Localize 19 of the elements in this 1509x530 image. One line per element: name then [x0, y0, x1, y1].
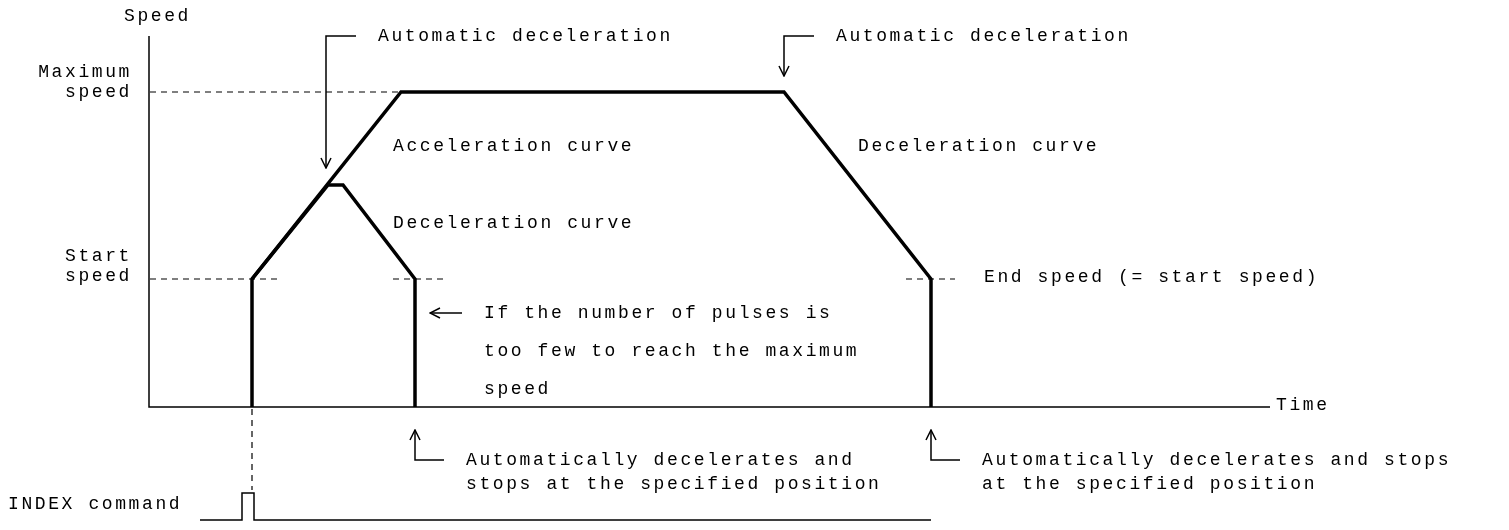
- leader-arrow: [778, 35, 815, 77]
- callout-text: If the number of pulses is too few to reach the maximum speed: [484, 302, 861, 401]
- leader-arrow: [925, 429, 961, 461]
- curve-label: Acceleration curve: [393, 136, 635, 156]
- callout-text: Automatically decelerates and stops at the specified position: [982, 449, 1453, 496]
- curve-label: Deceleration curve: [393, 213, 635, 233]
- leader-arrow: [429, 307, 463, 319]
- curve-label: Deceleration curve: [858, 136, 1100, 156]
- curve-label: End speed (= start speed): [984, 267, 1320, 287]
- leader-arrow: [320, 35, 357, 169]
- callout-text: Automatic deceleration: [378, 25, 674, 48]
- leader-arrow: [409, 429, 445, 461]
- axis-label: Speed: [124, 6, 191, 26]
- axis-tick-label: Start speed: [64, 246, 132, 286]
- axis-label: Time: [1276, 395, 1330, 415]
- axis-tick-label: Maximum speed: [37, 62, 132, 102]
- signal-label: INDEX command: [8, 494, 183, 514]
- callout-text: Automatic deceleration: [836, 25, 1132, 48]
- callout-text: Automatically decelerates and stops at the specified position: [466, 449, 883, 496]
